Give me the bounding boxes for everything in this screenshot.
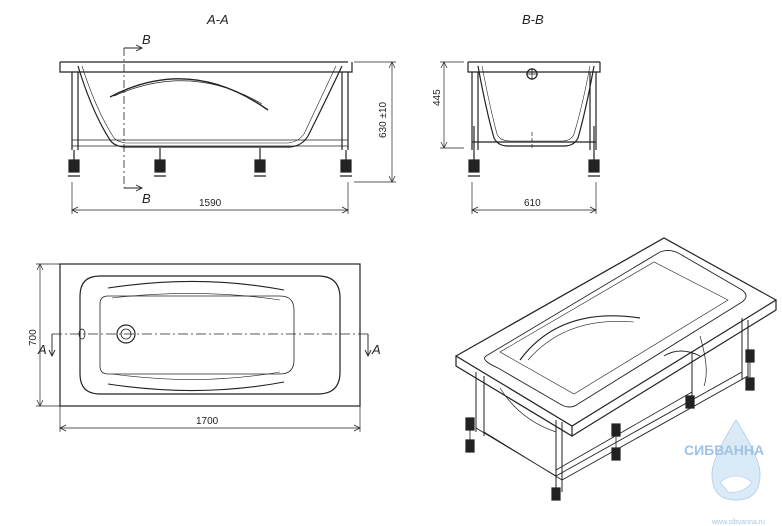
bb-height-dim-line: [440, 61, 464, 149]
plan-marker-a-left: A: [37, 342, 47, 357]
plan-length-value: 1700: [196, 416, 219, 427]
watermark-brand: СИБВАННА: [684, 442, 764, 458]
isometric-view: [454, 237, 778, 501]
iso-leg-feet: [465, 349, 755, 501]
section-aa-title: A-A: [206, 12, 229, 27]
aa-tub-body: [77, 65, 343, 148]
bb-height-value: 445: [432, 89, 443, 106]
aa-leg-feet: [68, 148, 352, 177]
plan-inner-bottom: [99, 295, 295, 375]
aa-length-value: 1590: [199, 198, 222, 209]
aa-marker-b-top: B: [142, 32, 151, 47]
plan-rim-outline: [59, 263, 361, 407]
iso-rim-top: [454, 237, 778, 427]
aa-height-value: 630 ±10: [378, 101, 389, 138]
bb-frame: [471, 72, 597, 150]
section-aa-view: A-A B B 630 ±10: [59, 12, 396, 214]
bb-leg-feet: [468, 126, 600, 177]
bb-rim: [467, 61, 601, 73]
plan-drain: [116, 324, 136, 344]
aa-marker-b-bottom: B: [142, 191, 151, 206]
plan-width-value: 700: [28, 329, 39, 346]
aa-height-dim-line: [354, 61, 396, 183]
sibvanna-watermark: СИБВАННА www.sibvanna.ru: [684, 419, 765, 526]
section-bb-title: B-B: [522, 12, 544, 27]
plan-width-dim-line: [36, 263, 60, 407]
aa-armrest-curve: [109, 78, 269, 111]
bb-width-dim-line: [471, 182, 597, 214]
iso-frame: [475, 318, 749, 492]
section-bb-view: B-B 445 610: [432, 12, 601, 214]
plan-view: A A 700 1700: [28, 263, 381, 432]
iso-basin: [484, 249, 747, 408]
bb-width-value: 610: [524, 198, 541, 209]
aa-frame: [71, 72, 349, 150]
aa-length-dim-line: [71, 182, 349, 214]
watermark-url: www.sibvanna.ru: [711, 519, 765, 526]
bb-tub-body: [477, 65, 595, 147]
plan-marker-a-right: A: [371, 342, 381, 357]
plan-basin-outline: [79, 275, 341, 395]
